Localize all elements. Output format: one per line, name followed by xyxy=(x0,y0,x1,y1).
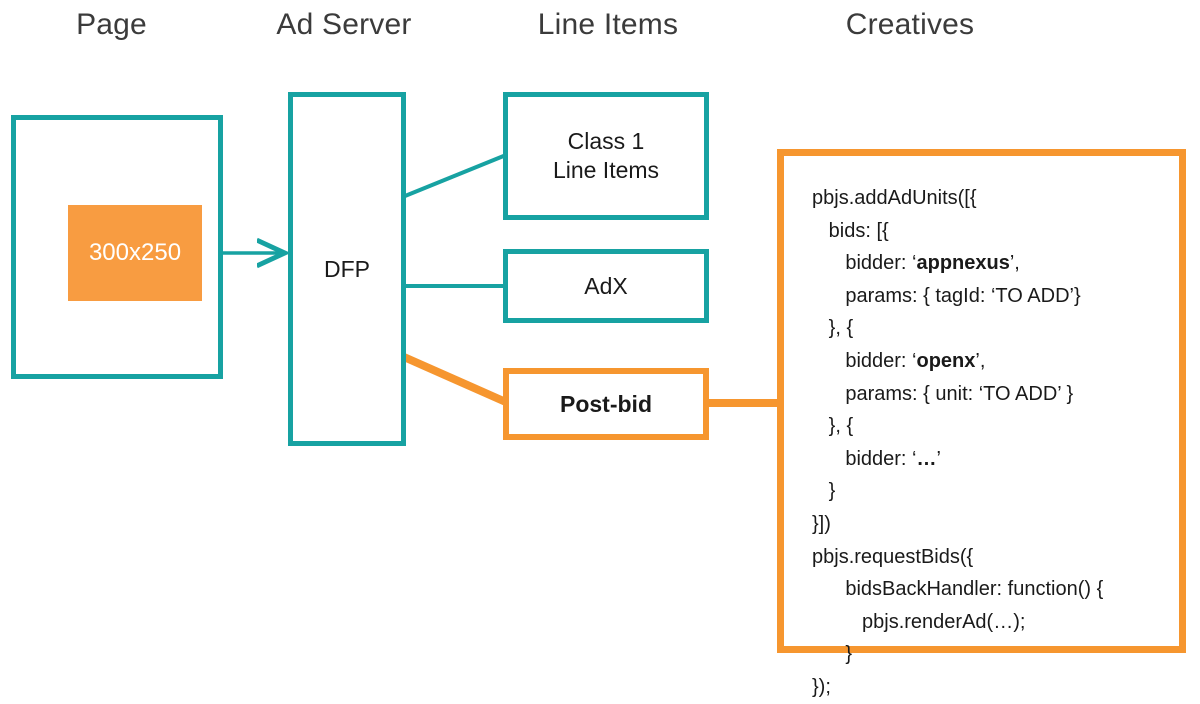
code-line: } xyxy=(812,480,836,503)
creative-code-text: pbjs.addAdUnits([{ bids: [{ bidder: ‘app… xyxy=(812,182,1179,704)
creative-code-block[interactable]: pbjs.addAdUnits([{ bids: [{ bidder: ‘app… xyxy=(777,149,1186,698)
ad-slot-300x250[interactable]: 300x250 xyxy=(68,205,202,301)
connector-dfp-to-postbid xyxy=(402,353,510,407)
code-emphasis: appnexus xyxy=(916,252,1010,275)
node-post-bid-label: Post-bid xyxy=(560,390,652,417)
connector-dfp-to-class1 xyxy=(404,153,507,198)
node-adx[interactable]: AdX xyxy=(503,249,709,323)
code-line: }]) xyxy=(812,512,831,535)
node-dfp-label: DFP xyxy=(324,255,370,282)
code-line: }); xyxy=(812,675,831,698)
code-line: bidder: ‘appnexus’, xyxy=(812,252,1020,275)
column-header-ad-server: Ad Server xyxy=(276,8,412,41)
column-header-line-items: Line Items xyxy=(537,8,679,41)
code-line: bidsBackHandler: function() { xyxy=(812,578,1104,601)
node-adx-label: AdX xyxy=(584,272,628,299)
node-dfp[interactable]: DFP xyxy=(288,92,406,446)
node-class1-line1: Class 1 xyxy=(567,128,645,155)
code-line: bidder: ‘openx’, xyxy=(812,349,986,372)
code-line: params: { unit: ‘TO ADD’ } xyxy=(812,382,1074,405)
code-line: params: { tagId: ‘TO ADD’} xyxy=(812,284,1081,307)
code-line: pbjs.requestBids({ xyxy=(812,545,974,568)
column-header-creatives: Creatives xyxy=(845,8,975,41)
code-line: }, { xyxy=(812,415,854,438)
code-emphasis: openx xyxy=(916,349,976,372)
code-emphasis: … xyxy=(916,447,937,470)
node-class1-line-items[interactable]: Class 1 Line Items xyxy=(503,92,709,220)
node-post-bid[interactable]: Post-bid xyxy=(503,368,709,440)
ad-slot-label: 300x250 xyxy=(88,239,182,266)
code-line: bidder: ‘…’ xyxy=(812,447,941,470)
node-class1-line-items-label: Class 1 Line Items xyxy=(553,127,659,185)
code-line: }, { xyxy=(812,317,854,340)
code-line: } xyxy=(812,643,853,666)
column-header-page: Page xyxy=(76,8,147,41)
diagram-connector-layer xyxy=(202,153,781,407)
code-line: bids: [{ xyxy=(812,219,889,242)
node-class1-line2: Line Items xyxy=(552,157,660,183)
code-line: pbjs.renderAd(…); xyxy=(812,610,1026,633)
code-line: pbjs.addAdUnits([{ xyxy=(812,187,977,209)
